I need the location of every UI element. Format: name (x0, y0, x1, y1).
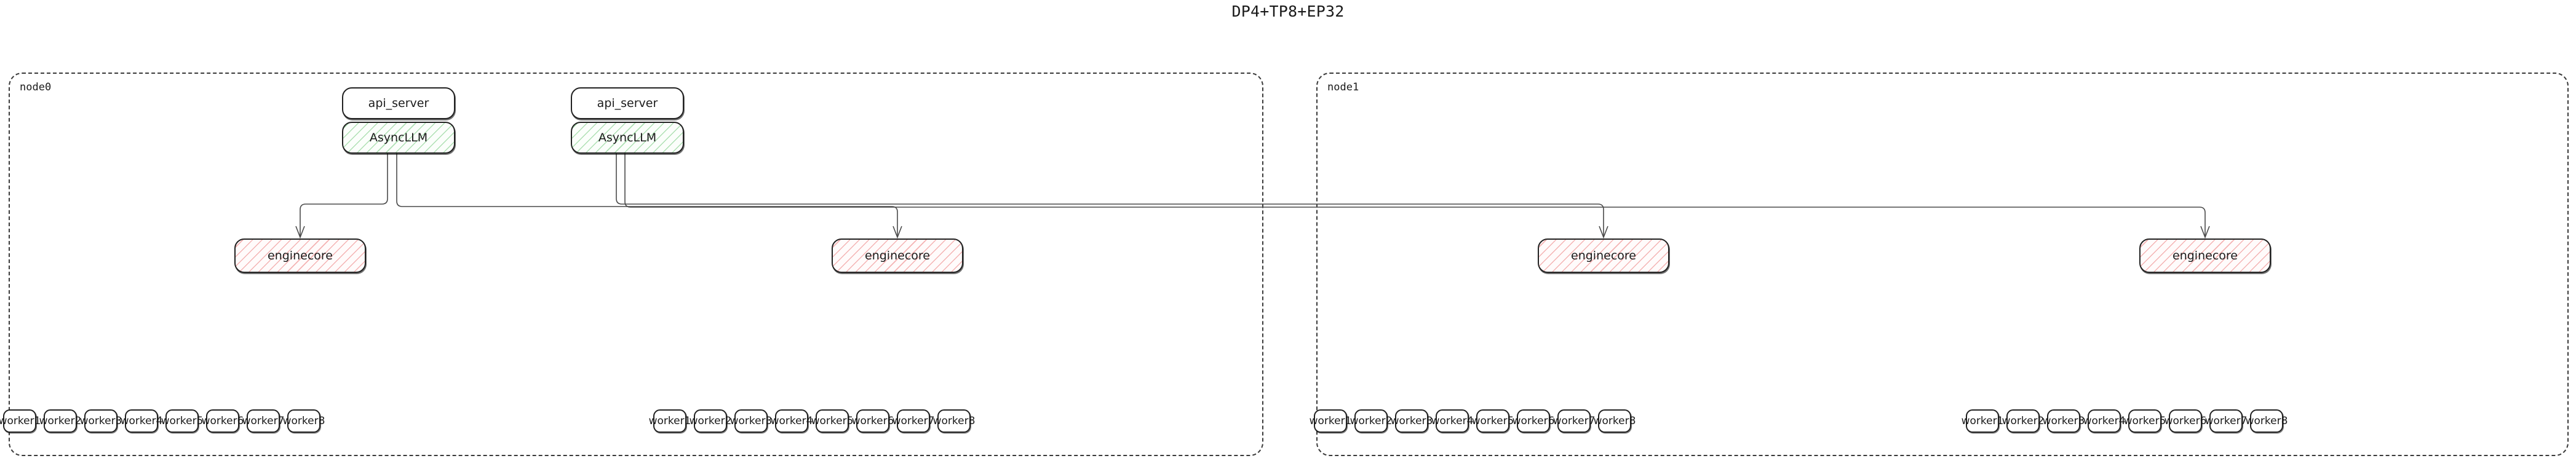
worker-box[interactable]: worker1 (1310, 409, 1351, 433)
node-group-node1 (1316, 73, 2569, 456)
worker-box[interactable]: worker1 (1962, 409, 2003, 433)
page-title: DP4+TP8+EP32 (1231, 2, 1345, 20)
enginecore-box[interactable]: enginecore (2139, 238, 2271, 273)
worker-box[interactable]: worker2 (1350, 409, 1392, 433)
worker-box[interactable]: worker7 (1553, 409, 1595, 433)
worker-box[interactable]: worker5 (1472, 409, 1514, 433)
async-llm-box[interactable]: AsyncLLM (342, 122, 455, 154)
worker-box[interactable]: worker8 (2246, 409, 2288, 433)
worker-box[interactable]: worker5 (161, 409, 203, 433)
worker-box[interactable]: worker3 (730, 409, 772, 433)
worker-box[interactable]: worker8 (1594, 409, 1636, 433)
worker-box[interactable]: worker6 (2165, 409, 2206, 433)
worker-box[interactable]: worker7 (2205, 409, 2247, 433)
worker-box[interactable]: worker2 (690, 409, 731, 433)
worker-box[interactable]: worker2 (2002, 409, 2044, 433)
enginecore-box[interactable]: enginecore (1538, 238, 1669, 273)
worker-box[interactable]: worker3 (2043, 409, 2085, 433)
worker-box[interactable]: worker2 (39, 409, 81, 433)
worker-box[interactable]: worker6 (202, 409, 244, 433)
node-group-label: node1 (1327, 81, 1359, 93)
worker-box[interactable]: worker5 (2124, 409, 2166, 433)
worker-box[interactable]: worker8 (933, 409, 975, 433)
worker-box[interactable]: worker8 (283, 409, 325, 433)
worker-box[interactable]: worker3 (1391, 409, 1433, 433)
api-server-box[interactable]: api_server (342, 87, 455, 119)
worker-box[interactable]: worker7 (892, 409, 934, 433)
worker-box[interactable]: worker4 (1431, 409, 1473, 433)
worker-box[interactable]: worker3 (80, 409, 122, 433)
enginecore-box[interactable]: enginecore (234, 238, 366, 273)
async-llm-box[interactable]: AsyncLLM (571, 122, 684, 154)
worker-box[interactable]: worker5 (811, 409, 853, 433)
api-server-box[interactable]: api_server (571, 87, 684, 119)
worker-box[interactable]: worker4 (2083, 409, 2125, 433)
node-group-label: node0 (20, 81, 52, 93)
enginecore-box[interactable]: enginecore (832, 238, 963, 273)
node-group-node0 (9, 73, 1263, 456)
worker-box[interactable]: worker1 (649, 409, 691, 433)
worker-box[interactable]: worker6 (852, 409, 894, 433)
worker-box[interactable]: worker4 (771, 409, 813, 433)
worker-box[interactable]: worker1 (0, 409, 41, 433)
worker-box[interactable]: worker7 (242, 409, 284, 433)
worker-box[interactable]: worker6 (1513, 409, 1554, 433)
worker-box[interactable]: worker4 (121, 409, 162, 433)
